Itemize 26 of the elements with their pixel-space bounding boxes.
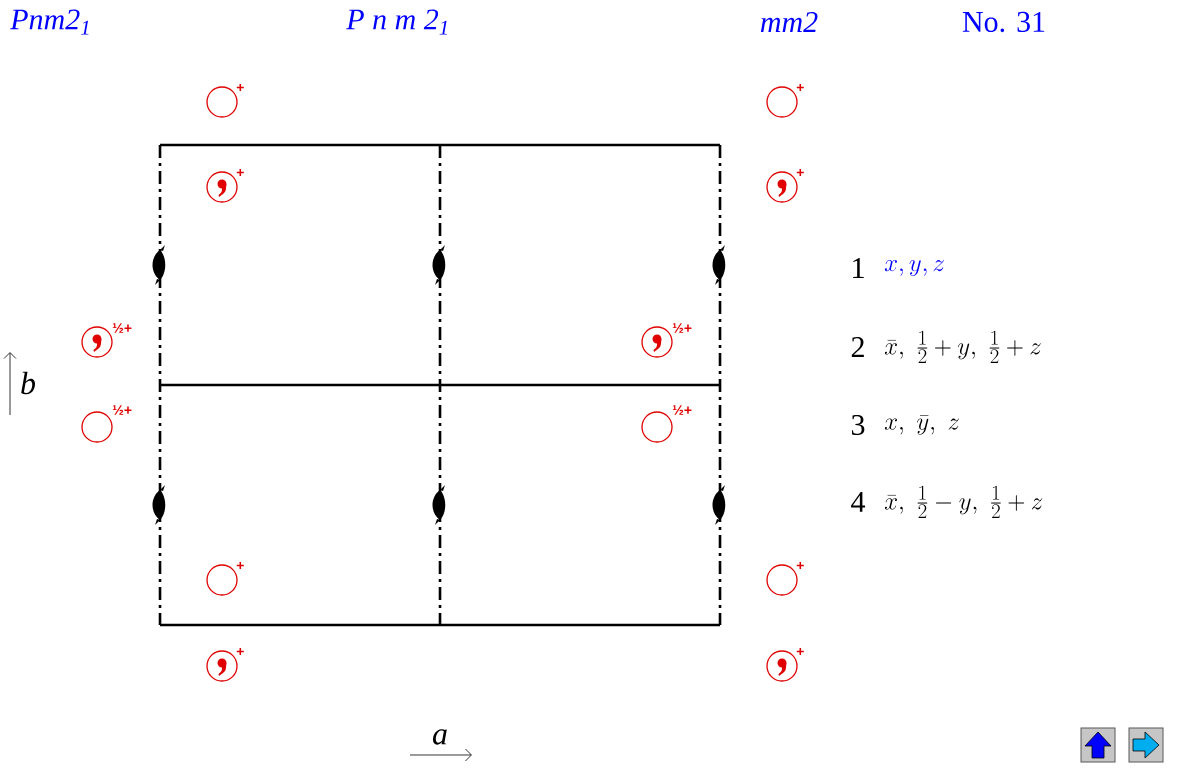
height-label: ½+ (672, 323, 692, 333)
position-number: 1 (853, 258, 864, 278)
height-label: + (796, 83, 804, 91)
height-label: ½+ (672, 405, 692, 415)
height-label: ½+ (112, 405, 132, 415)
height-label: + (236, 168, 244, 176)
coordinate-formula: $\bar{x},\ \tfrac{1}{2}+y,\ \tfrac{1}{2}+z$ (884, 330, 1041, 363)
coordinate-formula: $\bar{x},\ \tfrac{1}{2}-y,\ \tfrac{1}{2}+z$ (884, 485, 1043, 518)
height-label: + (236, 561, 244, 569)
coordinate-formula: $x,\ \bar{y},\ z$ (884, 415, 960, 435)
position-number: 3 (851, 414, 865, 436)
height-label: + (236, 83, 244, 91)
coordinate-formula: $x, y, z$ (884, 259, 944, 276)
axis-label: a (432, 729, 447, 745)
title-text: P n m 2$_{1}$ (346, 9, 447, 35)
height-label: + (796, 561, 804, 569)
title-text: Pnm2$_{1}$ (10, 9, 89, 35)
axis-label: b (21, 371, 36, 395)
height-label: + (796, 647, 804, 655)
number-text: No. 31 (962, 11, 1045, 33)
height-label: ½+ (112, 323, 132, 333)
height-label: + (236, 647, 244, 655)
title-text: mm2 (760, 12, 818, 32)
position-number: 2 (851, 337, 864, 357)
height-label: + (796, 168, 804, 176)
position-number: 4 (851, 492, 866, 512)
